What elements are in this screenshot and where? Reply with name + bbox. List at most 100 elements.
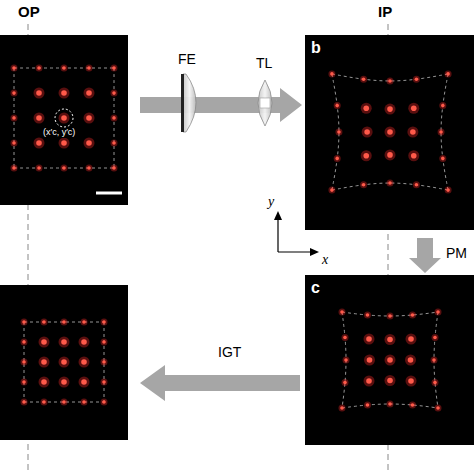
spot [441, 157, 445, 161]
spot [112, 166, 116, 170]
spot [41, 359, 47, 365]
spot [22, 380, 26, 384]
process-arrow [409, 238, 441, 273]
spot-glow [409, 312, 416, 319]
spot-glow [61, 165, 68, 172]
spot-glow [11, 115, 18, 122]
spot [61, 379, 67, 385]
spot [387, 152, 393, 158]
spot-glow [86, 65, 93, 72]
spot [415, 183, 419, 187]
spot [82, 320, 86, 324]
spot-glow [432, 334, 439, 341]
spot-glow [360, 76, 367, 83]
spot-glow [111, 90, 118, 97]
spot [441, 104, 445, 108]
spot [86, 140, 92, 146]
spot [41, 339, 47, 345]
spot-glow [101, 339, 108, 346]
spot-glow [101, 319, 108, 326]
spot-glow [361, 103, 372, 114]
lens-symbol [258, 80, 272, 126]
spot [387, 357, 393, 363]
spot-glow [328, 187, 335, 194]
spot [87, 66, 91, 70]
spot [112, 91, 116, 95]
spot-glow [101, 379, 108, 386]
spot-glow [81, 399, 88, 406]
axis-label: x [322, 252, 328, 267]
axis-line [277, 218, 278, 252]
spot [102, 360, 106, 364]
spot [12, 66, 16, 70]
spot [102, 380, 106, 384]
spot [42, 400, 46, 404]
spot [411, 313, 415, 317]
spot-glow [406, 376, 417, 387]
spot-glow [364, 402, 371, 409]
spot [61, 359, 67, 365]
axis-head [310, 248, 319, 256]
spot [102, 340, 106, 344]
spot-glow [21, 379, 28, 386]
spot-glow [385, 334, 396, 345]
spot [387, 106, 393, 112]
spot-glow [11, 140, 18, 147]
spot [61, 140, 67, 146]
spot-glow [34, 113, 45, 124]
spot-glow [342, 334, 349, 341]
spot [343, 336, 347, 340]
spot-glow [34, 138, 45, 149]
spot-glow [39, 337, 50, 348]
coordinate-label: (x′c, y′c) [42, 128, 76, 138]
spot-glow [39, 357, 50, 368]
spot-glow [445, 70, 452, 77]
spot-glow [406, 334, 417, 345]
spot-glow [21, 339, 28, 346]
spot [112, 116, 116, 120]
spot-glow [11, 90, 18, 97]
spot [388, 79, 392, 83]
spot-glow [385, 127, 396, 138]
lens-symbol [183, 74, 196, 132]
spot [366, 313, 370, 317]
axis-head [274, 211, 282, 220]
spot-glow [111, 115, 118, 122]
plane-label: OP [18, 4, 40, 21]
spot [335, 157, 339, 161]
spot-glow [81, 319, 88, 326]
axis-line [278, 251, 312, 252]
spot-glow [413, 76, 420, 83]
spot [81, 339, 87, 345]
spot-glow [439, 155, 446, 162]
spot [86, 90, 92, 96]
process-arrow [140, 88, 302, 122]
spot-glow [334, 155, 341, 162]
spot [363, 105, 369, 111]
spot-glow [59, 337, 70, 348]
spot [61, 115, 67, 121]
spot [36, 90, 42, 96]
spot [86, 115, 92, 121]
spot-grid [11, 65, 118, 172]
spot [411, 153, 417, 159]
spot-glow [435, 405, 442, 412]
spot-glow [36, 65, 43, 72]
spot [433, 336, 437, 340]
spot [344, 358, 348, 362]
spot [366, 336, 372, 342]
spot [362, 183, 366, 187]
spot [37, 166, 41, 170]
panel-letter: b [311, 39, 321, 57]
lenses [181, 74, 272, 132]
spot-glow [84, 138, 95, 149]
spot-glow [39, 377, 50, 388]
process-label: IGT [218, 345, 241, 360]
spot-glow [86, 165, 93, 172]
spot-glow [343, 357, 350, 364]
spot-glow [41, 399, 48, 406]
image-panel [305, 35, 474, 230]
axes [274, 211, 319, 256]
spot-glow [101, 359, 108, 366]
